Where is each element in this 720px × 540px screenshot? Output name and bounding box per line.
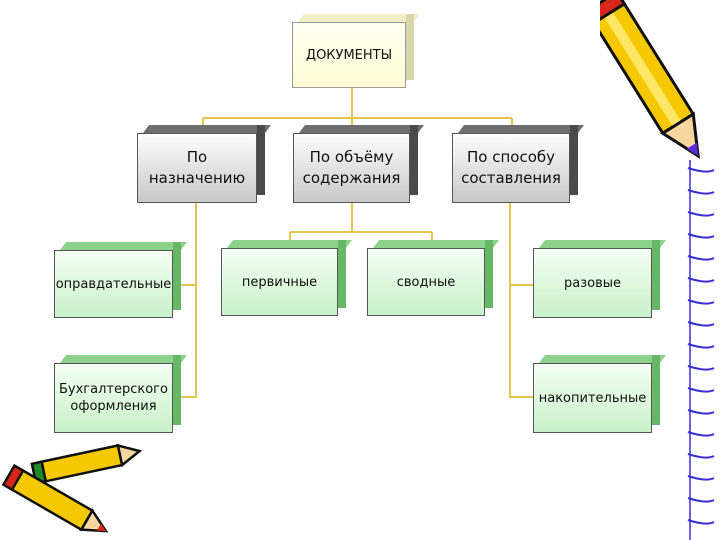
category-by-purpose: По назначению (137, 125, 272, 203)
leaf-primary: первичные (221, 240, 353, 316)
pencil-icon (600, 0, 700, 159)
root-label: ДОКУМЕНТЫ (292, 22, 406, 88)
category-line1: По (186, 148, 208, 166)
leaf-summary: сводные (367, 240, 500, 316)
category-line2: составления (461, 169, 561, 187)
category-line1: По способу (466, 148, 555, 166)
leaf-justifying: оправдательные (54, 242, 188, 318)
leaf-line1: первичные (241, 274, 318, 290)
category-line2: назначению (148, 169, 246, 187)
category-line2: содержания (302, 169, 401, 187)
leaf-line1: Бухгалтерского (59, 382, 168, 397)
leaf-line2: оформления (70, 399, 157, 414)
spiral-binding-icon (687, 160, 715, 540)
leaf-line1: накопительные (538, 390, 647, 406)
category-line1: По объёму (309, 148, 394, 166)
leaf-one-time: разовые (533, 240, 667, 318)
leaf-cumulative: накопительные (533, 355, 667, 433)
category-by-method: По способу составления (452, 125, 585, 203)
leaf-line1: разовые (563, 275, 621, 291)
pencils-icon (1, 443, 143, 533)
root-node: ДОКУМЕНТЫ (292, 14, 421, 88)
leaf-line1: сводные (396, 274, 456, 290)
leaf-line1: оправдательные (55, 276, 172, 292)
category-by-volume: По объёму содержания (293, 125, 425, 203)
leaf-accounting-form: Бухгалтерского оформления (54, 355, 188, 433)
